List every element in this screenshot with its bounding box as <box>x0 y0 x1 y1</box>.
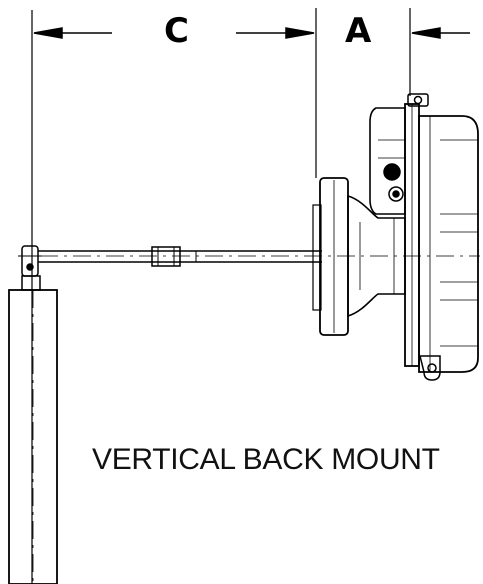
dimension-a-label: A <box>345 11 372 51</box>
float-connector <box>21 275 41 291</box>
dimension-c-arrow-left <box>33 27 63 39</box>
housing-bottom-lug <box>419 355 441 381</box>
diagram-caption: VERTICAL BACK MOUNT <box>92 443 440 476</box>
bottom-screw-icon <box>427 363 437 373</box>
pivot-pin-icon <box>26 263 34 271</box>
top-screw-icon <box>413 95 423 105</box>
housing-top-lug <box>407 93 429 107</box>
conduit-screw-icon <box>388 186 404 202</box>
conduit-plug-icon <box>383 163 401 181</box>
flange-gasket <box>312 204 322 311</box>
rod-coupling <box>151 246 181 267</box>
switch-housing <box>418 115 479 373</box>
dimension-a-arrow-right <box>411 27 441 39</box>
dimension-c-label: C <box>164 11 189 51</box>
conduit-boss <box>369 107 406 215</box>
float-pivot <box>21 245 39 277</box>
